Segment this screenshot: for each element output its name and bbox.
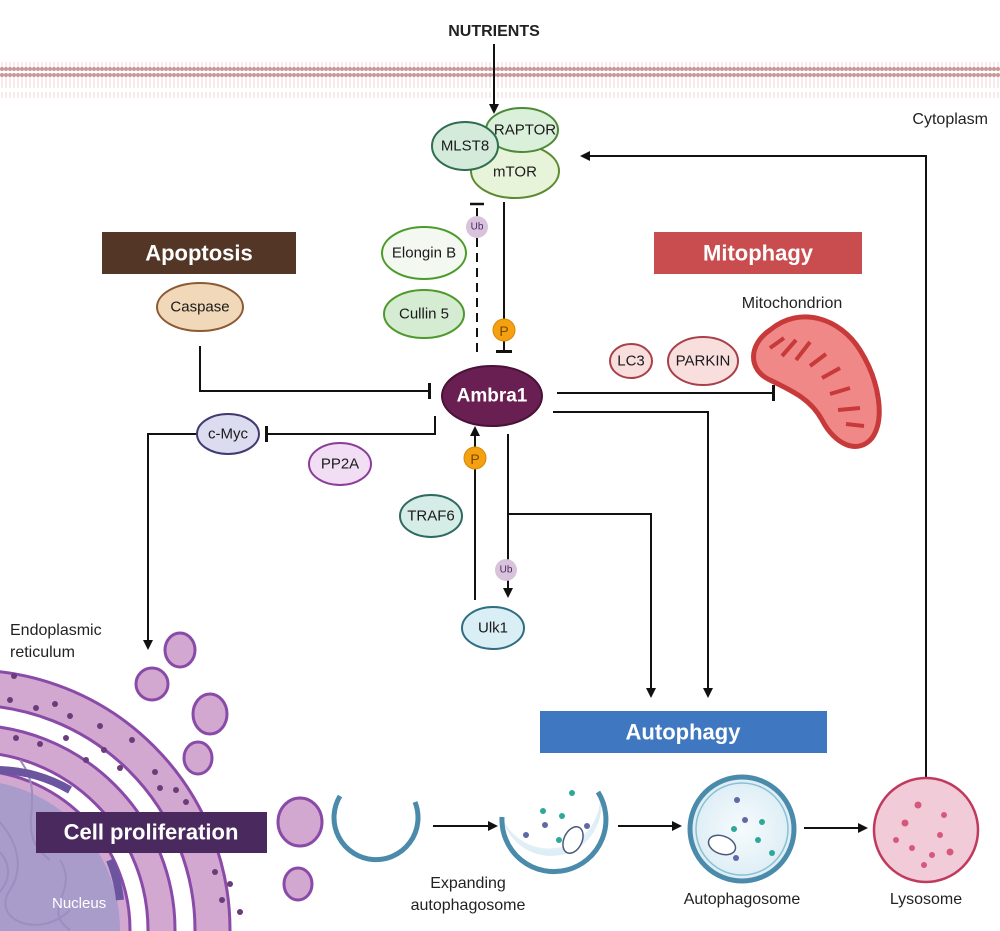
svg-text:PP2A: PP2A — [321, 456, 359, 473]
caspase-node[interactable]: Caspase — [156, 282, 244, 332]
svg-text:Apoptosis: Apoptosis — [145, 241, 253, 266]
svg-text:P: P — [470, 451, 479, 467]
arrow-ambra1-autophagy-1 — [553, 411, 713, 698]
mlst8-node[interactable] — [431, 121, 499, 171]
phagophore-icon — [331, 794, 421, 863]
svg-text:mTOR: mTOR — [493, 164, 537, 181]
ambra1-node[interactable]: Ambra1 — [441, 365, 543, 427]
expanding-autophagosome-icon — [499, 790, 609, 875]
expanding-label-line1: Expanding — [430, 875, 506, 892]
autophagy-box: Autophagy — [540, 711, 827, 753]
autophagosome-icon — [687, 774, 797, 884]
phospho-badge-mtor: P — [492, 318, 516, 342]
svg-text:Ambra1: Ambra1 — [457, 386, 528, 407]
svg-text:P: P — [499, 323, 508, 339]
svg-text:Cell proliferation: Cell proliferation — [64, 820, 239, 845]
er-label-line2: reticulum — [10, 644, 75, 661]
svg-text:Caspase: Caspase — [170, 299, 229, 316]
apoptosis-box: Apoptosis — [102, 232, 296, 274]
arrow-lysosome-mtor — [580, 151, 927, 786]
svg-text:Autophagy: Autophagy — [626, 720, 742, 745]
nucleus — [0, 759, 124, 931]
svg-text:Elongin B: Elongin B — [392, 245, 456, 262]
pp2a-node[interactable]: PP2A — [308, 442, 372, 486]
lc3-node[interactable]: LC3 — [609, 343, 653, 379]
svg-text:PARKIN: PARKIN — [676, 353, 731, 370]
mitochondrion-icon — [751, 314, 882, 449]
svg-text:Ulk1: Ulk1 — [478, 620, 508, 637]
cmyc-node[interactable]: c-Myc — [196, 413, 260, 455]
parkin-node[interactable]: PARKIN — [667, 336, 739, 386]
lysosome-label: Lysosome — [890, 891, 962, 908]
phospho-badge-ulk1: P — [463, 446, 487, 470]
cytoplasm-label: Cytoplasm — [912, 111, 988, 128]
arrow-ambra1-autophagy-2 — [508, 513, 656, 698]
svg-text:Ub: Ub — [471, 222, 484, 233]
nutrients-label: NUTRIENTS — [448, 23, 540, 40]
autophagosome-label: Autophagosome — [684, 891, 801, 908]
cullin5-node[interactable]: Cullin 5 — [383, 289, 465, 339]
svg-text:RAPTOR: RAPTOR — [494, 122, 556, 139]
svg-text:Ub: Ub — [500, 565, 513, 576]
mitophagy-box: Mitophagy — [654, 232, 862, 274]
lysosome-icon — [872, 776, 980, 884]
svg-text:MLST8: MLST8 — [441, 138, 489, 155]
ulk1-node[interactable]: Ulk1 — [461, 606, 525, 650]
mtor-complex: mTOR RAPTOR MLST8 — [431, 107, 560, 199]
mitochondrion-label: Mitochondrion — [742, 295, 843, 312]
expanding-label-line2: autophagosome — [411, 897, 526, 914]
nucleus-label: Nucleus — [52, 895, 106, 912]
traf6-node[interactable]: TRAF6 — [399, 494, 463, 538]
svg-text:LC3: LC3 — [617, 353, 645, 370]
svg-text:Mitophagy: Mitophagy — [703, 241, 814, 266]
er-label-line1: Endoplasmic — [10, 622, 102, 639]
svg-text:Cullin 5: Cullin 5 — [399, 306, 449, 323]
elongin-b-node[interactable]: Elongin B — [381, 226, 467, 280]
cell-membrane — [0, 62, 1000, 98]
inhibit-caspase-ambra1 — [199, 346, 431, 399]
inhibit-ambra1-cmyc — [265, 416, 436, 442]
cell-proliferation-box: Cell proliferation — [36, 812, 267, 853]
svg-text:TRAF6: TRAF6 — [407, 508, 455, 525]
ub-badge-ulk1: Ub — [495, 559, 517, 581]
svg-text:c-Myc: c-Myc — [208, 426, 248, 443]
arrow-cmyc-proliferation — [143, 433, 196, 650]
ub-badge-mtor: Ub — [466, 216, 488, 238]
